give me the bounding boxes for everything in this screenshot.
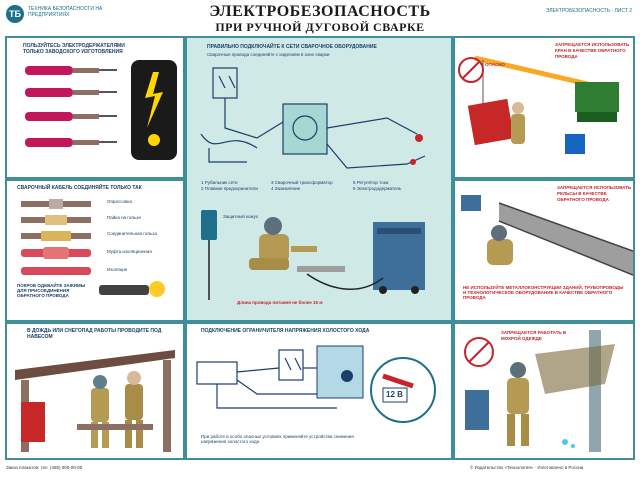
welder-icon bbox=[507, 344, 615, 446]
footer-right: © Издательство «Технология» · Изготовлен… bbox=[470, 465, 584, 470]
crane-icon bbox=[467, 55, 619, 154]
schema-legend-item: 5 Регулятор тока bbox=[353, 180, 389, 185]
panel-rails-warning: ЗАПРЕЩАЕТСЯ ИСПОЛЬЗОВАТЬ РЕЛЬСЫ В КАЧЕСТ… bbox=[453, 179, 635, 322]
welding-machine-icon bbox=[306, 222, 425, 294]
panel-caption: СВАРОЧНЫЙ КАБЕЛЬ СОЕДИНЯЙТЕ ТОЛЬКО ТАК bbox=[17, 185, 142, 191]
panel-caption: ЗАПРЕЩАЕТСЯ ИСПОЛЬЗОВАТЬ КРАН В КАЧЕСТВЕ… bbox=[555, 42, 630, 59]
panel-caption: ЗАПРЕЩАЕТСЯ ИСПОЛЬЗОВАТЬ РЕЛЬСЫ В КАЧЕСТ… bbox=[557, 185, 632, 202]
panel-voltage-limiter: ПОДКЛЮЧЕНИЕ ОГРАНИЧИТЕЛЯ НАПРЯЖЕНИЯ ХОЛО… bbox=[185, 322, 453, 460]
schema-legend-item: 4 Заземление bbox=[271, 186, 301, 191]
electrode-holder-icon bbox=[25, 66, 117, 147]
voltage-badge-icon bbox=[370, 357, 436, 423]
panel-electrode-holders: ПОЛЬЗУЙТЕСЬ ЭЛЕКТРОДЕРЖАТЕЛЯМИ ТОЛЬКО ЗА… bbox=[5, 36, 185, 179]
shelter-icon bbox=[15, 350, 175, 452]
cable-label: Муфта изоляционная bbox=[107, 249, 152, 254]
panel-cable-joints: СВАРОЧНЫЙ КАБЕЛЬ СОЕДИНЯЙТЕ ТОЛЬКО ТАК О… bbox=[5, 179, 185, 322]
limiter-illustration bbox=[196, 345, 436, 423]
rain-illustration bbox=[15, 350, 175, 452]
worker-icon bbox=[511, 102, 525, 144]
clamp-note: ПОКРОВ ОДЕВАЙТЕ ЗАЖИМЫ ДЛЯ ПРИСОЕДИНЕНИЯ… bbox=[17, 283, 86, 298]
crane-illustration bbox=[458, 55, 619, 154]
wall-socket-icon bbox=[201, 210, 217, 300]
kneeling-welder-icon bbox=[249, 217, 345, 272]
limiter-note: При работе в особо опасных условиях прим… bbox=[201, 434, 354, 444]
panel-crane-warning: ЗАПРЕЩАЕТСЯ ИСПОЛЬЗОВАТЬ КРАН В КАЧЕСТВЕ… bbox=[453, 36, 635, 179]
panel-rain-shelter: В ДОЖДЬ ИЛИ СНЕГОПАД РАБОТЫ ПРОВОДИТЕ ПО… bbox=[5, 322, 185, 460]
broken-holder-warning-icon bbox=[131, 60, 177, 160]
poster-title: ЭЛЕКТРОБЕЗОПАСНОСТЬ bbox=[209, 3, 431, 20]
clamp-icon bbox=[99, 281, 165, 297]
cable-label: Изоляция bbox=[107, 267, 128, 272]
panel-caption: ЗАПРЕЩАЕТСЯ РАБОТАТЬ В МОКРОЙ ОДЕЖДЕ bbox=[501, 330, 567, 341]
panel-caption: ПОЛЬЗУЙТЕСЬ ЭЛЕКТРОДЕРЖАТЕЛЯМИ ТОЛЬКО ЗА… bbox=[23, 43, 125, 55]
water-drops-icon bbox=[562, 439, 575, 448]
machine-icon bbox=[465, 390, 489, 430]
circuit-icon bbox=[200, 67, 426, 169]
footer-left: Заказ плакатов: тел. (495) 000-00-00 bbox=[6, 465, 83, 470]
schema-illustration bbox=[200, 67, 426, 300]
socket-label: Защитный кожух bbox=[223, 214, 259, 219]
cable-label: Опрессовка bbox=[107, 199, 132, 204]
cable-label: Соединительная гильза bbox=[107, 231, 157, 236]
panel-caption: В ДОЖДЬ ИЛИ СНЕГОПАД РАБОТЫ ПРОВОДИТЕ ПО… bbox=[27, 328, 162, 340]
welding-box-icon bbox=[461, 195, 481, 211]
schema-legend-item: 2 Плавкие предохранители bbox=[201, 186, 258, 191]
limiter-circuit-icon bbox=[196, 349, 337, 409]
crouching-welder-icon bbox=[487, 225, 513, 265]
rails-note: НЕ ИСПОЛЬЗУЙТЕ МЕТАЛЛОКОНСТРУКЦИИ ЗДАНИЙ… bbox=[463, 285, 624, 300]
weld-point-icon bbox=[410, 134, 423, 165]
welding-unit-icon bbox=[316, 345, 364, 399]
panel-connection-schema: ПРАВИЛЬНО ПОДКЛЮЧАЙТЕ К СЕТИ СВАРОЧНОЕ О… bbox=[185, 36, 453, 322]
cable-label: Пайка на гильзе bbox=[107, 215, 141, 220]
panel-caption: ПОДКЛЮЧЕНИЕ ОГРАНИЧИТЕЛЯ НАПРЯЖЕНИЯ ХОЛО… bbox=[201, 328, 370, 334]
danger-label: ОПАСНО bbox=[485, 62, 505, 67]
voltage-value: 12 В bbox=[386, 390, 403, 399]
panel-caption: ПРАВИЛЬНО ПОДКЛЮЧАЙТЕ К СЕТИ СВАРОЧНОЕ О… bbox=[207, 44, 377, 50]
series-label: ЭЛЕКТРОБЕЗОПАСНОСТЬ · ЛИСТ 2 bbox=[545, 8, 632, 14]
schema-legend-item: 1 Рубильник сети bbox=[201, 180, 238, 185]
holders-illustration bbox=[25, 60, 177, 160]
cable-joint-icon bbox=[21, 199, 91, 275]
wet-clothes-illustration bbox=[464, 330, 615, 452]
panel-wet-clothes: ЗАПРЕЩАЕТСЯ РАБОТАТЬ В МОКРОЙ ОДЕЖДЕ bbox=[453, 322, 635, 460]
rails-icon bbox=[498, 202, 633, 276]
cable-length-note: Длина провода питания не более 15 м bbox=[237, 300, 323, 305]
publisher-logo: ТБ bbox=[6, 5, 24, 23]
poster-subtitle: ПРИ РУЧНОЙ ДУГОВОЙ СВАРКЕ bbox=[215, 20, 425, 34]
panel-subcaption: Сварочные провода соединяйте с изделием … bbox=[207, 52, 330, 57]
welder-icon bbox=[77, 371, 153, 448]
rails-illustration bbox=[461, 195, 633, 276]
schema-legend-item: 6 Электрододержатель bbox=[353, 186, 402, 191]
publisher-name: ТЕХНИКА БЕЗОПАСНОСТИ НА ПРЕДПРИЯТИЯХ bbox=[28, 6, 103, 18]
no-sign-icon bbox=[458, 57, 484, 83]
cable-illustration bbox=[21, 199, 165, 297]
no-sign-icon bbox=[464, 337, 494, 367]
schema-legend-item: 3 Сварочный трансформатор bbox=[271, 180, 333, 185]
